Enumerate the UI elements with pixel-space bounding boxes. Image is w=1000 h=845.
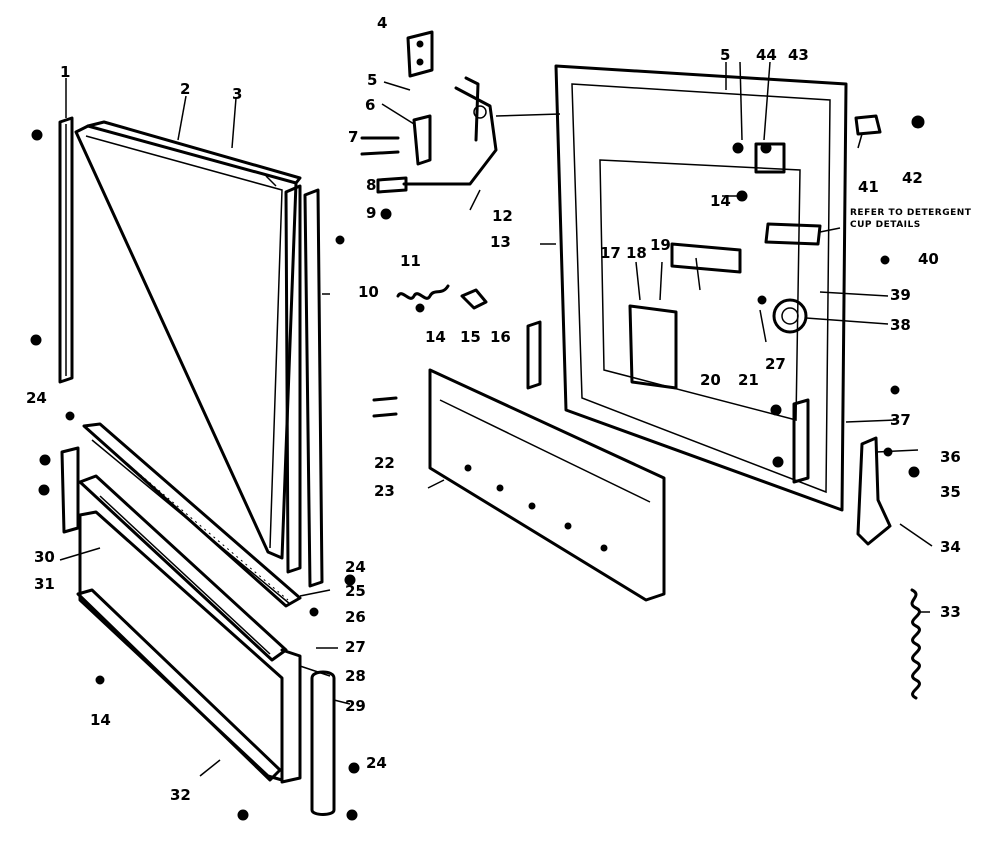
- vent-part-37: [792, 398, 810, 484]
- label-part-29: 29: [345, 697, 366, 715]
- label-part-5-right: 5: [720, 46, 730, 64]
- label-part-24-mid: 24: [345, 558, 366, 576]
- hinge-plate-part-4: [406, 30, 434, 78]
- label-part-31: 31: [34, 575, 55, 593]
- label-part-2: 2: [180, 80, 190, 98]
- label-part-4: 4: [377, 14, 387, 32]
- label-part-17: 17: [600, 244, 621, 262]
- label-part-32: 32: [170, 786, 191, 804]
- label-part-14-mid: 14: [425, 328, 446, 346]
- label-part-24-bottom: 24: [366, 754, 387, 772]
- label-part-16: 16: [490, 328, 511, 346]
- inner-door-panel-part-13: [554, 64, 848, 512]
- latch-assembly-part-12: [402, 76, 498, 186]
- label-part-13: 13: [490, 233, 511, 251]
- part-labels: 1 2 3 4 5 6 7 8 9 10 11 12 13 14 15 16 1…: [26, 14, 961, 804]
- latch-link-part-6: [412, 114, 432, 166]
- label-part-28: 28: [345, 667, 366, 685]
- label-part-27-right: 27: [765, 355, 786, 373]
- cap-part-38: [772, 298, 808, 334]
- label-part-41: 41: [858, 178, 879, 196]
- label-part-18: 18: [626, 244, 647, 262]
- label-part-39: 39: [890, 286, 911, 304]
- clip-part-15: [460, 288, 488, 310]
- dispenser-part-39: [764, 222, 822, 246]
- hinge-bracket-part-34: [856, 436, 892, 546]
- label-part-25: 25: [345, 582, 366, 600]
- label-part-6: 6: [365, 96, 375, 114]
- door-panel-part-2: [74, 124, 298, 560]
- leader-lines: [59, 61, 933, 777]
- bracket-part-30: [60, 446, 80, 534]
- label-part-43: 43: [788, 46, 809, 64]
- label-part-5: 5: [367, 71, 377, 89]
- screw-icon: [30, 129, 360, 821]
- spring-part-33: [910, 588, 921, 700]
- small-bolts-part-22: [372, 396, 398, 418]
- right-side-trim-part-10: [284, 184, 324, 588]
- label-part-35: 35: [940, 483, 961, 501]
- label-part-40: 40: [918, 250, 939, 268]
- bottom-rail-part-25: [82, 422, 302, 608]
- bolts-part-7: [360, 136, 400, 156]
- label-part-44: 44: [756, 46, 777, 64]
- label-part-11: 11: [400, 252, 421, 270]
- label-part-37: 37: [890, 411, 911, 429]
- lower-trim-part-31: [78, 474, 288, 662]
- panel-frame-part-3: [86, 120, 302, 187]
- label-part-14-right: 14: [710, 192, 731, 210]
- note-line-2: CUP DETAILS: [850, 220, 921, 230]
- label-part-24-top: 24: [26, 389, 47, 407]
- spring-part-11: [396, 284, 450, 300]
- label-part-33: 33: [940, 603, 961, 621]
- pin-part-8: [376, 176, 408, 194]
- label-part-27-left: 27: [345, 638, 366, 656]
- label-part-21: 21: [738, 371, 759, 389]
- label-part-10: 10: [358, 283, 379, 301]
- note-line-1: REFER TO DETERGENT: [850, 208, 972, 218]
- label-part-15: 15: [460, 328, 481, 346]
- tub-hinge-part-44: [754, 142, 786, 174]
- screw-icon: [380, 115, 925, 478]
- label-part-19: 19: [650, 236, 671, 254]
- label-part-14-left: 14: [90, 711, 111, 729]
- label-part-22: 22: [374, 454, 395, 472]
- label-part-42: 42: [902, 169, 923, 187]
- rinse-aid-part-19: [670, 242, 742, 274]
- label-part-9: 9: [366, 204, 376, 222]
- reference-note: REFER TO DETERGENT CUP DETAILS: [850, 208, 972, 230]
- toe-panel-part-28: [78, 510, 302, 784]
- inner-lower-panel-part-23: [428, 368, 666, 602]
- label-part-38: 38: [890, 316, 911, 334]
- label-part-12: 12: [492, 207, 513, 225]
- label-part-7: 7: [348, 128, 358, 146]
- latch-part-41: [854, 114, 882, 136]
- label-part-3: 3: [232, 85, 242, 103]
- label-part-26: 26: [345, 608, 366, 626]
- label-part-36: 36: [940, 448, 961, 466]
- detergent-cup-part-17: [628, 304, 678, 390]
- bracket-part-16: [526, 320, 542, 390]
- label-part-34: 34: [940, 538, 961, 556]
- left-side-trim-part-1: [58, 116, 74, 384]
- label-part-8: 8: [366, 176, 376, 194]
- kick-strip-part-32: [76, 588, 282, 782]
- label-part-23: 23: [374, 482, 395, 500]
- label-part-20: 20: [700, 371, 721, 389]
- label-part-30: 30: [34, 548, 55, 566]
- post-part-29: [310, 670, 336, 816]
- label-part-1: 1: [60, 63, 70, 81]
